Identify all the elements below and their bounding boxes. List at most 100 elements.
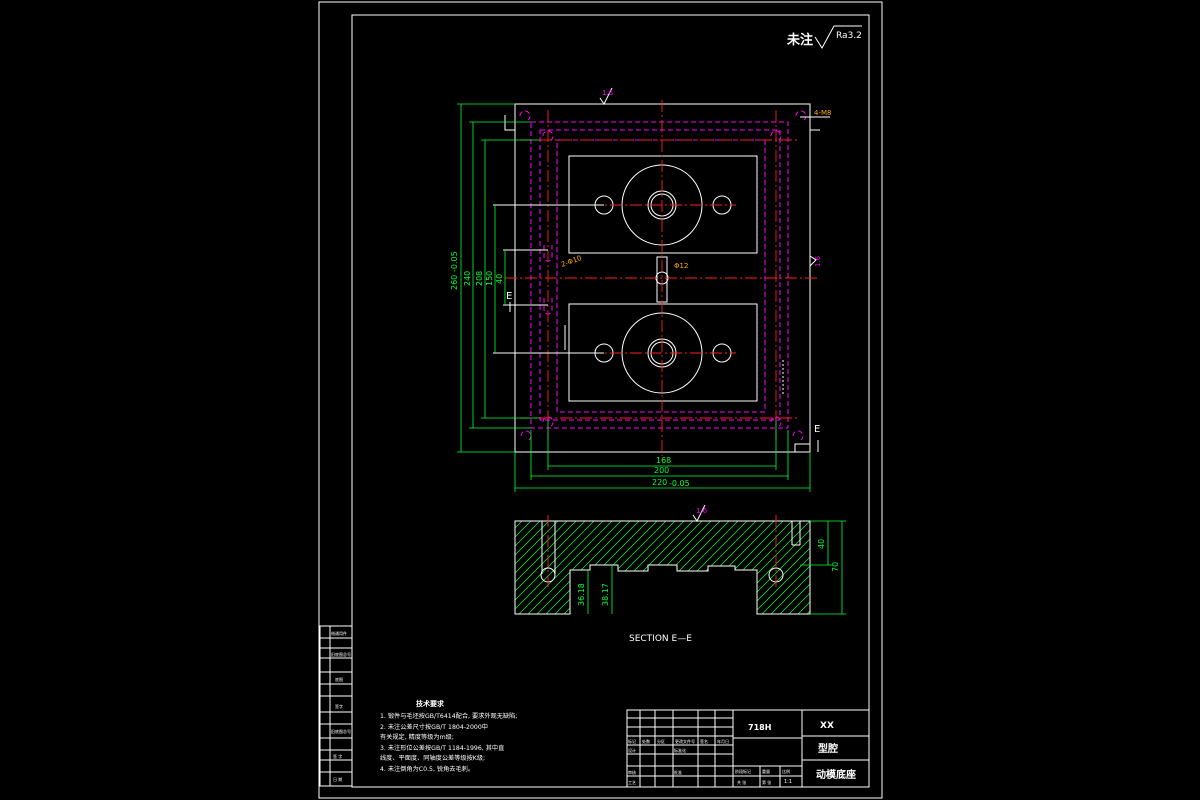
dim-200: 200 xyxy=(654,466,669,475)
dim-168: 168 xyxy=(656,456,671,465)
hatch-line xyxy=(527,521,622,614)
holes-callout: 2-Φ10 xyxy=(560,254,583,269)
section-title: SECTION E—E xyxy=(629,634,692,644)
dim-260: 260 xyxy=(450,275,459,290)
thread-callout: 4-M8 xyxy=(814,109,831,117)
hatch-line xyxy=(743,521,810,614)
svg-text:旧底图总号: 旧底图总号 xyxy=(331,728,351,734)
hatch-line xyxy=(870,521,963,614)
tech-line-3: 有关规定, 精度等级为m级; xyxy=(380,733,454,741)
hatch-line xyxy=(761,521,810,614)
roughness-side: 1.6 xyxy=(809,255,822,267)
section-view: 40 70 36.18 38.17 1.6 xyxy=(420,504,990,615)
svg-text:签字: 签字 xyxy=(335,703,343,709)
svg-text:年月日: 年月日 xyxy=(717,738,729,744)
tech-line-1: 1. 锻件与毛坯按GB/T6414配合, 要求外观无缺陷; xyxy=(380,712,517,720)
hatch-line xyxy=(420,521,513,614)
hatch-line xyxy=(888,521,981,614)
hatch-line xyxy=(680,521,775,614)
sec-dim-36: 36.18 xyxy=(577,583,586,606)
svg-text:更改文件号: 更改文件号 xyxy=(675,738,695,744)
dim-220-tol: -0.05 xyxy=(669,479,690,488)
svg-text:重量: 重量 xyxy=(762,768,770,774)
dim-240: 240 xyxy=(463,271,472,286)
svg-text:底图: 底图 xyxy=(335,676,343,682)
tech-line-2: 2. 未注公差尺寸按GB/T 1804-2000中 xyxy=(380,723,488,731)
sec-dim-70: 70 xyxy=(831,562,840,572)
svg-text:1.6: 1.6 xyxy=(602,89,614,97)
hatch-line xyxy=(752,521,810,614)
svg-text:签名: 签名 xyxy=(700,738,708,744)
unmarked-label: 未注 xyxy=(786,32,813,48)
roughness-value: Ra3.2 xyxy=(836,31,862,41)
tech-title: 技术要求 xyxy=(416,699,445,708)
hatch-line xyxy=(644,521,739,614)
section-mark-right: E xyxy=(814,424,820,452)
inner-border xyxy=(351,14,870,788)
hatch-line xyxy=(707,521,802,614)
hatch-line xyxy=(834,521,927,614)
hatch-line xyxy=(515,521,586,614)
svg-text:阶段标记: 阶段标记 xyxy=(735,768,751,774)
part-type: 型腔 xyxy=(818,742,838,755)
svg-text:E: E xyxy=(814,424,820,435)
plan-view: E E xyxy=(493,100,820,456)
hatch-line xyxy=(879,521,972,614)
dim-220: 220 xyxy=(652,478,667,487)
hidden-frame-lines xyxy=(530,121,789,429)
hatch-line xyxy=(861,521,954,614)
sec-dim-38: 38.17 xyxy=(601,583,610,606)
hatch-line xyxy=(608,521,703,614)
hatch-line xyxy=(725,521,810,614)
tech-line-5: 线度、平面度、同轴度公差等级按K级; xyxy=(380,754,485,762)
hatch-line xyxy=(617,521,712,614)
hatch-line xyxy=(626,521,721,614)
hatch-line xyxy=(515,521,604,614)
hatch-line xyxy=(897,521,990,614)
hatch-line xyxy=(770,521,810,614)
svg-text:处数: 处数 xyxy=(642,738,650,744)
tech-line-4: 3. 未注形位公差按GB/T 1184-1996, 其中直 xyxy=(380,744,504,752)
dim-260-tol: -0.05 xyxy=(450,251,459,272)
hatch-line xyxy=(852,521,945,614)
hatch-line xyxy=(806,521,810,614)
corner-threads xyxy=(519,110,807,441)
hatch-line xyxy=(689,521,784,614)
unmarked-roughness-note: 未注 Ra3.2 xyxy=(786,25,862,49)
hatch-line xyxy=(572,521,667,614)
svg-text:E: E xyxy=(506,291,512,302)
hatch-line xyxy=(816,521,909,614)
title-block: 标记 处数 分区 更改文件号 签名 年月日 设计 标准化 审核 工艺 批准 71… xyxy=(626,709,870,788)
svg-text:第 张: 第 张 xyxy=(762,779,771,785)
svg-text:共 张: 共 张 xyxy=(737,779,746,785)
hatch-line xyxy=(515,521,568,614)
hatch-line xyxy=(734,521,810,614)
dimension-lines xyxy=(457,103,811,492)
hatch-line xyxy=(515,521,541,614)
svg-text:比例: 比例 xyxy=(782,768,790,774)
outer-border xyxy=(318,1,883,799)
dim-208: 208 xyxy=(475,271,484,286)
svg-text:旧底图总号: 旧底图总号 xyxy=(331,651,351,657)
part-name: 动模底座 xyxy=(816,768,856,781)
hatch-line xyxy=(515,521,532,614)
hatch-line xyxy=(536,521,631,614)
hatch-line xyxy=(843,521,936,614)
svg-text:借通用件: 借通用件 xyxy=(331,630,347,636)
scale-value: 1:1 xyxy=(784,779,792,785)
hatch-line xyxy=(515,521,595,614)
left-record-strip: 借通用件 旧底图总号 底图 签字 旧底图总号 签 字 日 期 xyxy=(319,625,353,787)
svg-text:签 字: 签 字 xyxy=(333,753,342,759)
hatch-line xyxy=(635,521,730,614)
guide-pin-holes xyxy=(543,245,553,315)
dim-150: 150 xyxy=(485,271,494,286)
svg-text:设计: 设计 xyxy=(628,747,636,753)
hatch-line xyxy=(515,521,559,614)
material: 718H xyxy=(748,723,771,732)
hatch-line xyxy=(797,521,810,614)
center-lines xyxy=(505,100,820,456)
svg-text:标准化: 标准化 xyxy=(674,747,686,753)
hatch-line xyxy=(515,521,550,614)
sec-roughness: 1.6 xyxy=(696,507,708,515)
